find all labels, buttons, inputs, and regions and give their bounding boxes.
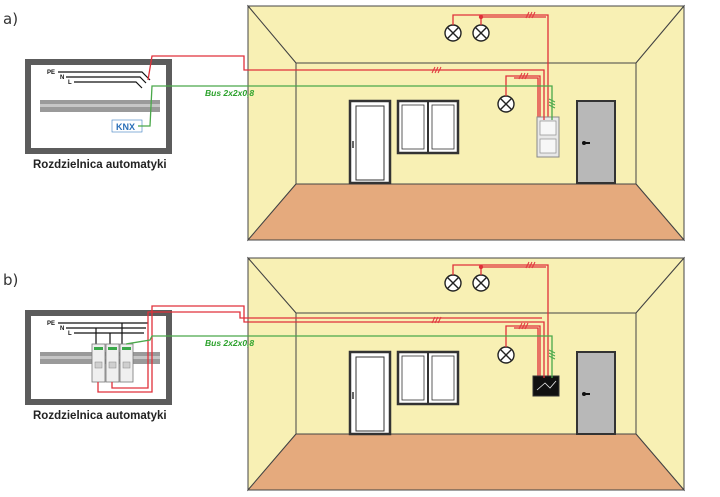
room-a-balcony-door (348, 99, 392, 185)
room-b-window (396, 350, 460, 406)
room-a-door (576, 100, 616, 184)
ceiling-lamp-2 (472, 274, 490, 292)
power-feed-b (97, 305, 545, 393)
ceiling-lamp-1 (444, 24, 462, 42)
bus-label-a: Bus 2x2x0,8 (205, 88, 254, 98)
room-a: PE N L KNX Bus 2x2x0,8 (25, 4, 686, 242)
svg-text:KNX: KNX (116, 122, 135, 132)
wire-label-n: N (60, 75, 64, 81)
conventional-switch-box (532, 375, 560, 397)
bus-line-a (138, 85, 553, 127)
ceiling-lamp-2 (472, 24, 490, 42)
knx-logo: KNX (111, 119, 143, 133)
wall-lamp (497, 346, 515, 364)
cabinet-a: PE N L KNX (25, 59, 172, 154)
room-b-floor (246, 433, 686, 491)
power-feed-a (147, 55, 545, 120)
ceiling-lamp-1 (444, 274, 462, 292)
cabinet-a-caption: Rozdzielnica automatyki (33, 159, 167, 171)
room-b-balcony-door (348, 350, 392, 436)
bus-line-b (125, 335, 553, 378)
wire-label-n: N (60, 326, 64, 332)
din-modules (91, 343, 134, 383)
wire-label-pe: PE (47, 70, 55, 76)
wire-label-l: L (68, 331, 72, 337)
panel-b-label: b) (3, 271, 19, 289)
panel-a-label: a) (3, 10, 19, 28)
room-b-door (576, 351, 616, 435)
room-a-floor (246, 183, 686, 241)
room-b: PE N L Bus 2x2x0,8 (25, 256, 686, 492)
room-b-ceiling (246, 257, 686, 314)
wall-lamp (497, 95, 515, 113)
bus-label-b: Bus 2x2x0,8 (205, 338, 254, 348)
cabinet-b-caption: Rozdzielnica automatyki (33, 410, 167, 422)
room-a-window (396, 99, 460, 155)
wire-label-l: L (68, 80, 72, 86)
knx-wall-switch (536, 116, 560, 158)
wire-label-pe: PE (47, 321, 55, 327)
